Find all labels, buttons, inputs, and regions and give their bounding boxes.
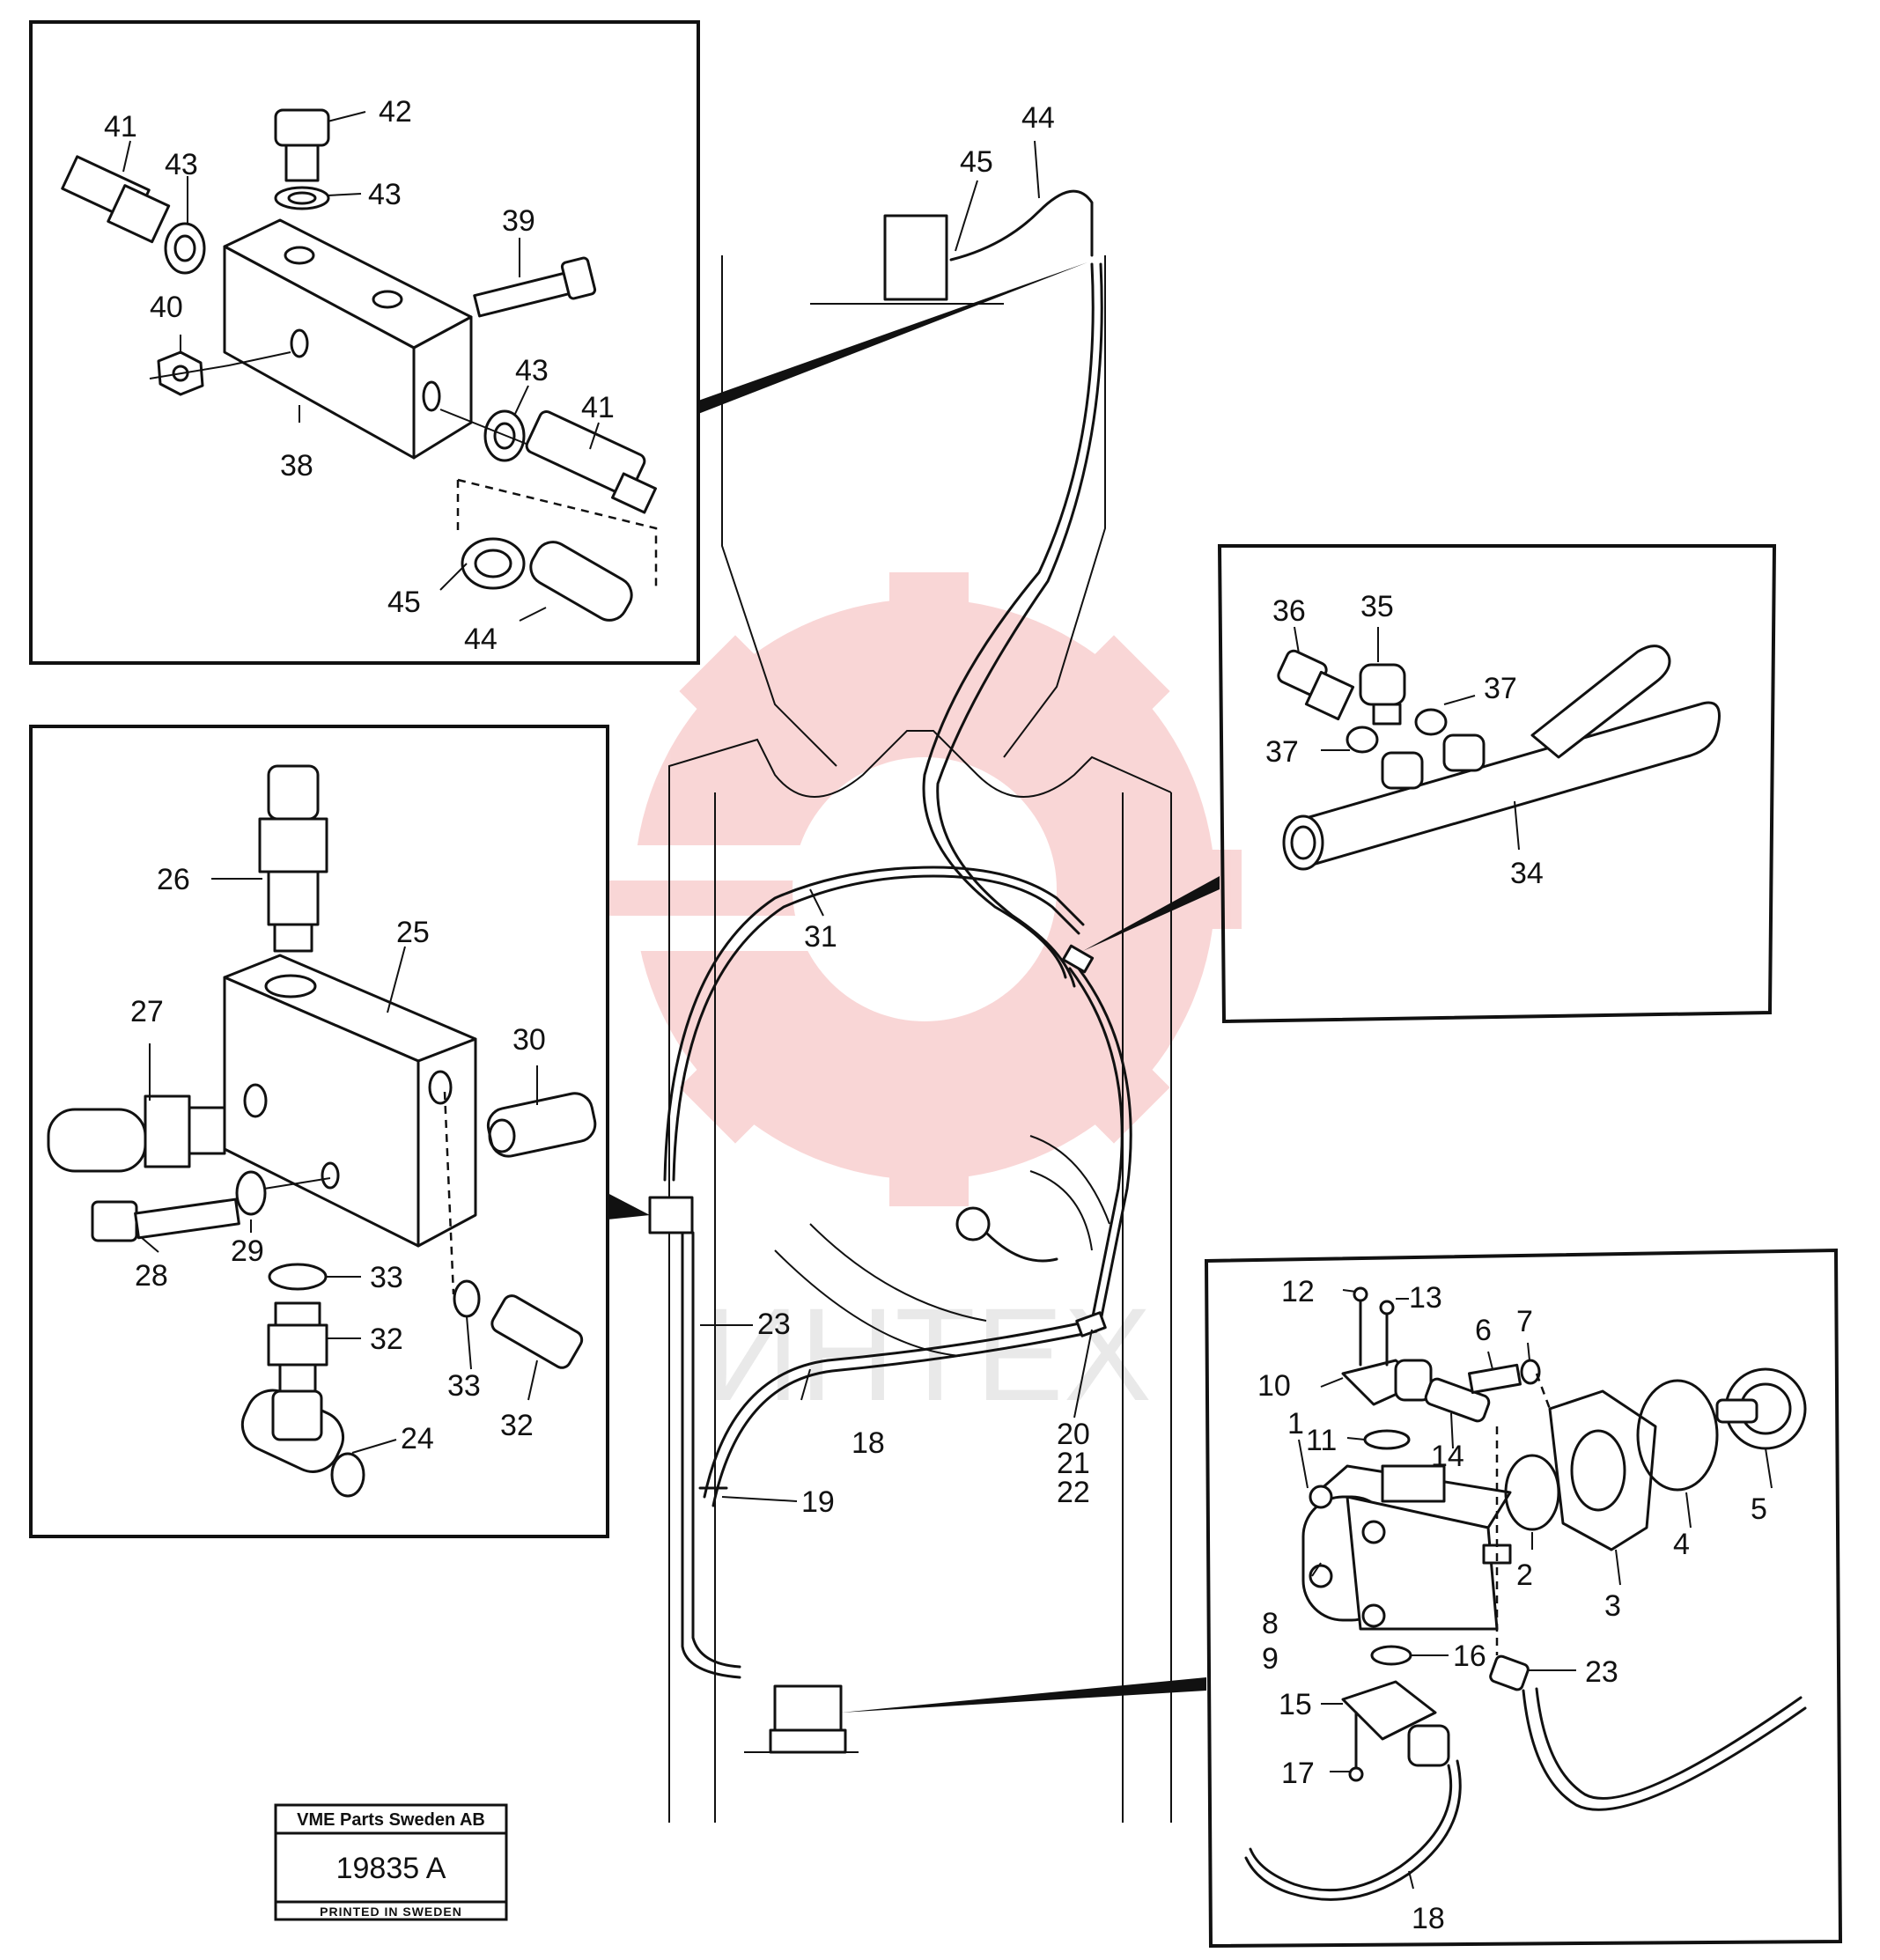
callout-23: 23 — [1585, 1655, 1618, 1689]
callout-27: 27 — [130, 995, 164, 1028]
callout-12: 12 — [1281, 1275, 1315, 1308]
callout-25: 25 — [396, 916, 430, 949]
hose-routing — [663, 189, 1132, 1679]
callout-44: 44 — [1021, 101, 1055, 135]
callout-34: 34 — [1510, 857, 1544, 890]
watermark-text: ИНТЕХ — [704, 1280, 1152, 1428]
stamp-drawing-number: 19835 A — [336, 1852, 446, 1885]
callout-33: 33 — [447, 1369, 481, 1403]
callout-17: 17 — [1281, 1757, 1315, 1790]
callout-5: 5 — [1751, 1492, 1767, 1526]
callout-4: 4 — [1673, 1528, 1690, 1561]
callout-33: 33 — [370, 1261, 403, 1294]
callout-18: 18 — [1412, 1902, 1445, 1935]
callout-36: 36 — [1272, 594, 1306, 628]
callout-40: 40 — [150, 291, 183, 324]
callout-41: 41 — [104, 110, 137, 144]
callout-11: 11 — [1306, 1424, 1337, 1457]
callout-39: 39 — [502, 204, 535, 238]
central-callouts: 44 45 31 23 18 19 20 21 22 — [700, 101, 1093, 1519]
callout-19: 19 — [801, 1485, 835, 1519]
callout-26: 26 — [157, 863, 190, 896]
callout-10: 10 — [1257, 1369, 1291, 1403]
watermark: ИНТЕХ — [564, 572, 1242, 1428]
callout-1: 1 — [1287, 1407, 1304, 1441]
callout-35: 35 — [1360, 590, 1394, 623]
callout-23: 23 — [757, 1308, 791, 1341]
callout-8: 8 — [1262, 1607, 1279, 1640]
watermark-gear-logo — [564, 572, 1242, 1206]
callout-21: 21 — [1057, 1447, 1090, 1480]
panel-detail-tube-34: 36 35 37 37 34 — [1217, 544, 1777, 1024]
callout-45: 45 — [387, 586, 421, 619]
callout-6: 6 — [1475, 1314, 1492, 1347]
callout-37: 37 — [1484, 672, 1517, 705]
callout-37: 37 — [1265, 735, 1299, 769]
callout-38: 38 — [280, 449, 313, 483]
callout-43: 43 — [368, 178, 402, 211]
callout-7: 7 — [1516, 1305, 1533, 1338]
callout-41: 41 — [581, 391, 615, 424]
callout-42: 42 — [379, 95, 412, 129]
panel-detail-pump-1: 12 13 6 7 10 1 11 14 5 4 2 3 8 9 16 15 2… — [1204, 1248, 1843, 1949]
stamp-printed-note: PRINTED IN SWEDEN — [320, 1905, 462, 1919]
callout-24: 24 — [401, 1422, 434, 1455]
callout-29: 29 — [231, 1234, 264, 1268]
callout-22: 22 — [1057, 1476, 1090, 1509]
stamp-company: VME Parts Sweden AB — [297, 1810, 485, 1830]
callout-13: 13 — [1409, 1281, 1442, 1315]
title-stamp: VME Parts Sweden AB 19835 A PRINTED IN S… — [274, 1803, 508, 1921]
callout-20: 20 — [1057, 1418, 1090, 1451]
callout-9: 9 — [1262, 1642, 1279, 1676]
callout-2: 2 — [1516, 1558, 1533, 1592]
callout-32: 32 — [370, 1323, 403, 1356]
callout-31: 31 — [804, 920, 837, 954]
callout-43: 43 — [165, 148, 198, 181]
callout-3: 3 — [1604, 1589, 1621, 1623]
callout-43: 43 — [515, 354, 549, 387]
callout-30: 30 — [512, 1023, 546, 1057]
panel-detail-block-25: 26 25 27 30 28 29 33 32 24 33 32 — [29, 725, 609, 1538]
callout-45: 45 — [960, 145, 993, 179]
callout-18: 18 — [852, 1426, 885, 1460]
leader-wedges — [608, 262, 1220, 1713]
callout-44: 44 — [464, 623, 498, 656]
callout-14: 14 — [1431, 1440, 1464, 1473]
callout-32: 32 — [500, 1409, 534, 1442]
callout-16: 16 — [1453, 1639, 1486, 1673]
callout-28: 28 — [135, 1259, 168, 1293]
callout-15: 15 — [1279, 1688, 1312, 1721]
panel-detail-block-38: 41 43 42 43 39 40 38 43 41 45 44 — [29, 20, 700, 665]
